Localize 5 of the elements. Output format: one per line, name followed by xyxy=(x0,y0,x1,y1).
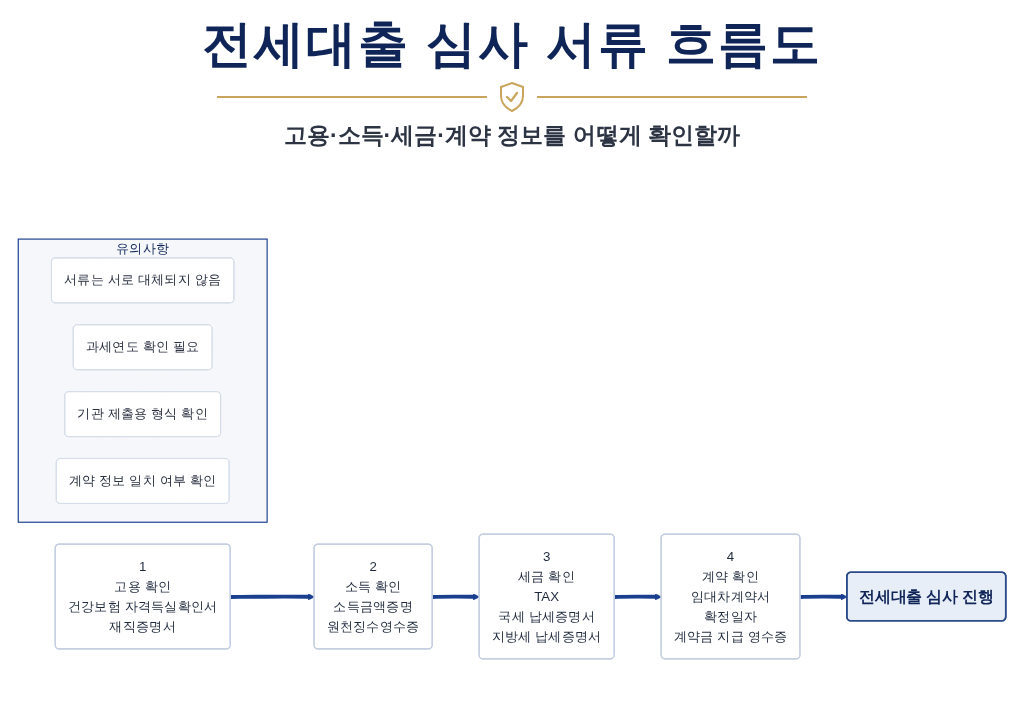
subtitle: 고용·소득·세금·계약 정보를 어떻게 확인할까 xyxy=(283,121,741,150)
arrow xyxy=(230,593,315,601)
arrow xyxy=(614,593,662,601)
title: 전세대출 심사 서류 흐름도 xyxy=(202,15,822,74)
arrow xyxy=(432,593,480,601)
